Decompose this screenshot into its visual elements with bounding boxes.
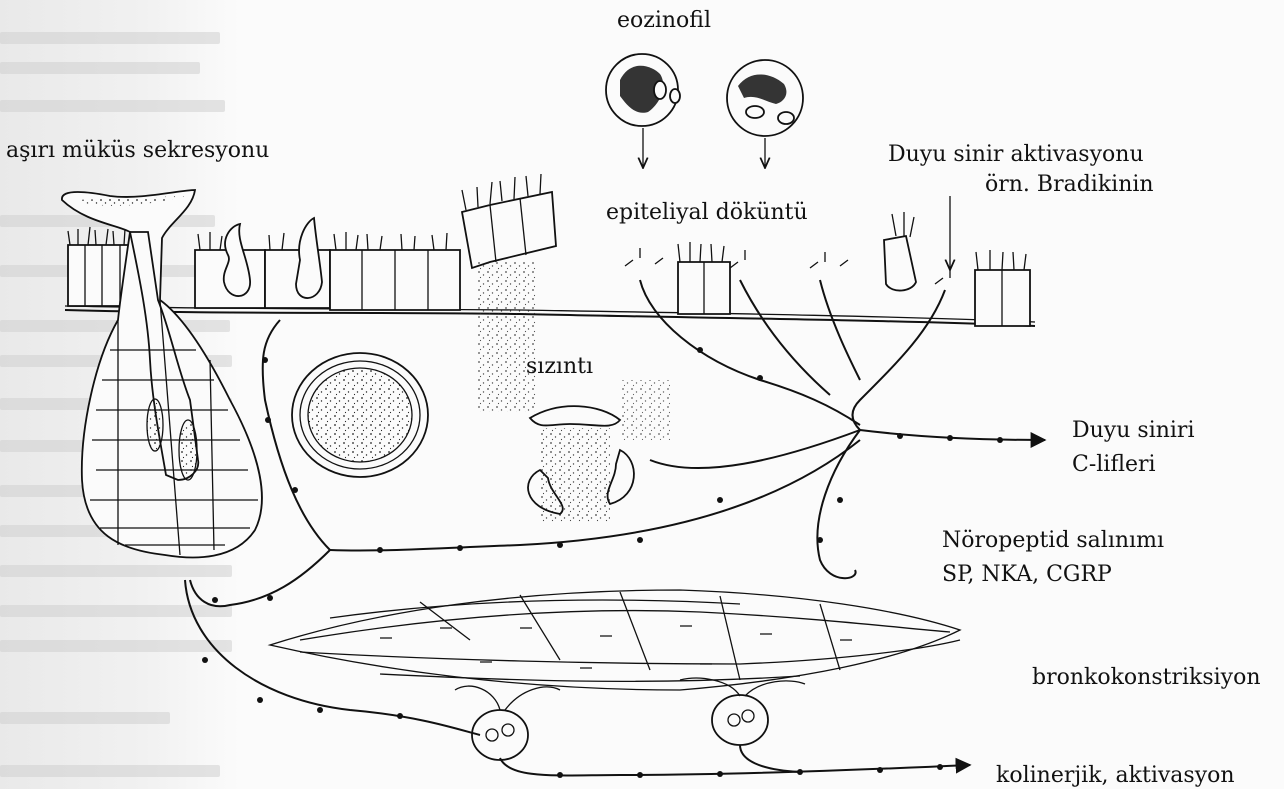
label-bronchoconstriction: bronkokonstriksiyon xyxy=(1032,665,1261,691)
label-sensory-nerve: Duyu siniri xyxy=(1072,418,1194,444)
label-cholinergic-activation: kolinerjik, aktivasyon xyxy=(996,763,1235,789)
smooth-muscle xyxy=(270,590,960,690)
label-epithelial-shedding: epiteliyal döküntü xyxy=(606,200,808,226)
label-eosinophil: eozinofil xyxy=(617,8,711,34)
cholinergic-nerve xyxy=(185,580,970,775)
ganglia xyxy=(472,695,768,760)
label-bradykinin: örn. Bradikinin xyxy=(985,172,1154,198)
label-sensory-activation: Duyu sinir aktivasyonu xyxy=(888,142,1144,168)
label-leakage: sızıntı xyxy=(526,354,593,380)
label-neuropeptide-release: Nöropeptid salınımı xyxy=(942,528,1164,554)
basement-membrane xyxy=(65,306,1035,326)
label-neuropeptides: SP, NKA, CGRP xyxy=(942,562,1112,588)
label-c-fibers: C-lifleri xyxy=(1072,452,1156,478)
epithelium-right xyxy=(678,212,1030,326)
label-mucus-secretion: aşırı müküs sekresyonu xyxy=(6,138,269,164)
leaking-vessel xyxy=(528,380,670,523)
epithelium-goblet-cells xyxy=(195,218,460,310)
blood-vessel xyxy=(292,353,428,477)
eosinophil-cells xyxy=(606,54,803,168)
